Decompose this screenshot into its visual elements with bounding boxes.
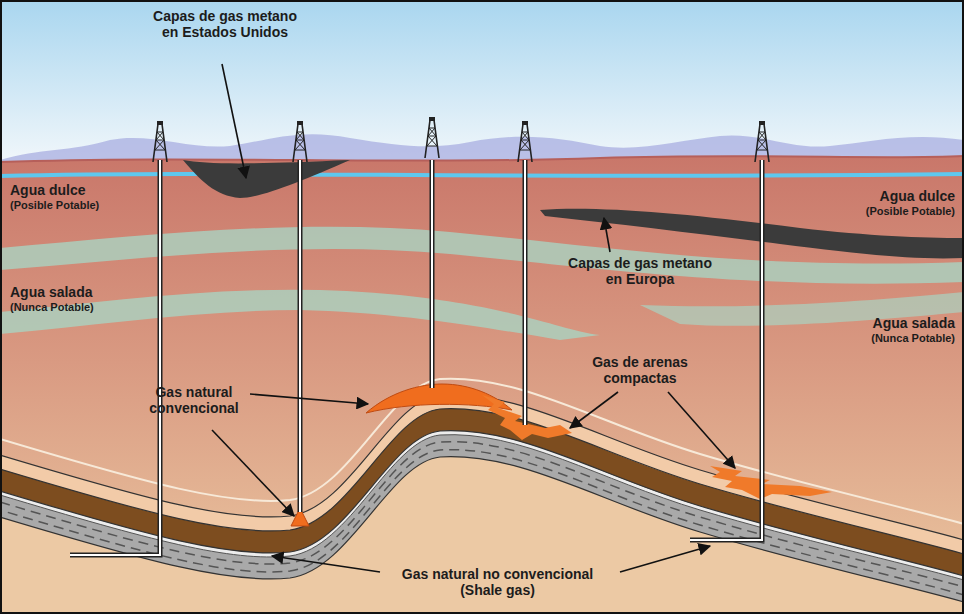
water-label: Agua dulce xyxy=(10,182,160,198)
water-note: (Nunca Potable) xyxy=(10,301,160,314)
water-note: (Posible Potable) xyxy=(805,205,955,218)
water-note: (Posible Potable) xyxy=(10,199,160,212)
water-label: Agua salada xyxy=(805,315,955,331)
gas-callout: Gas natural no convencional (Shale gas) xyxy=(385,566,610,598)
water-label: Agua salada xyxy=(10,284,160,300)
water-label: Agua dulce xyxy=(805,188,955,204)
layer-callout: Capas de gas metano en Europa xyxy=(560,255,720,287)
gas-callout: Gas de arenas compactas xyxy=(578,354,702,386)
water-note: (Nunca Potable) xyxy=(805,332,955,345)
layer-callout: Capas de gas metano en Estados Unidos xyxy=(145,8,305,40)
gas-callout: Gas natural convencional xyxy=(140,384,248,416)
